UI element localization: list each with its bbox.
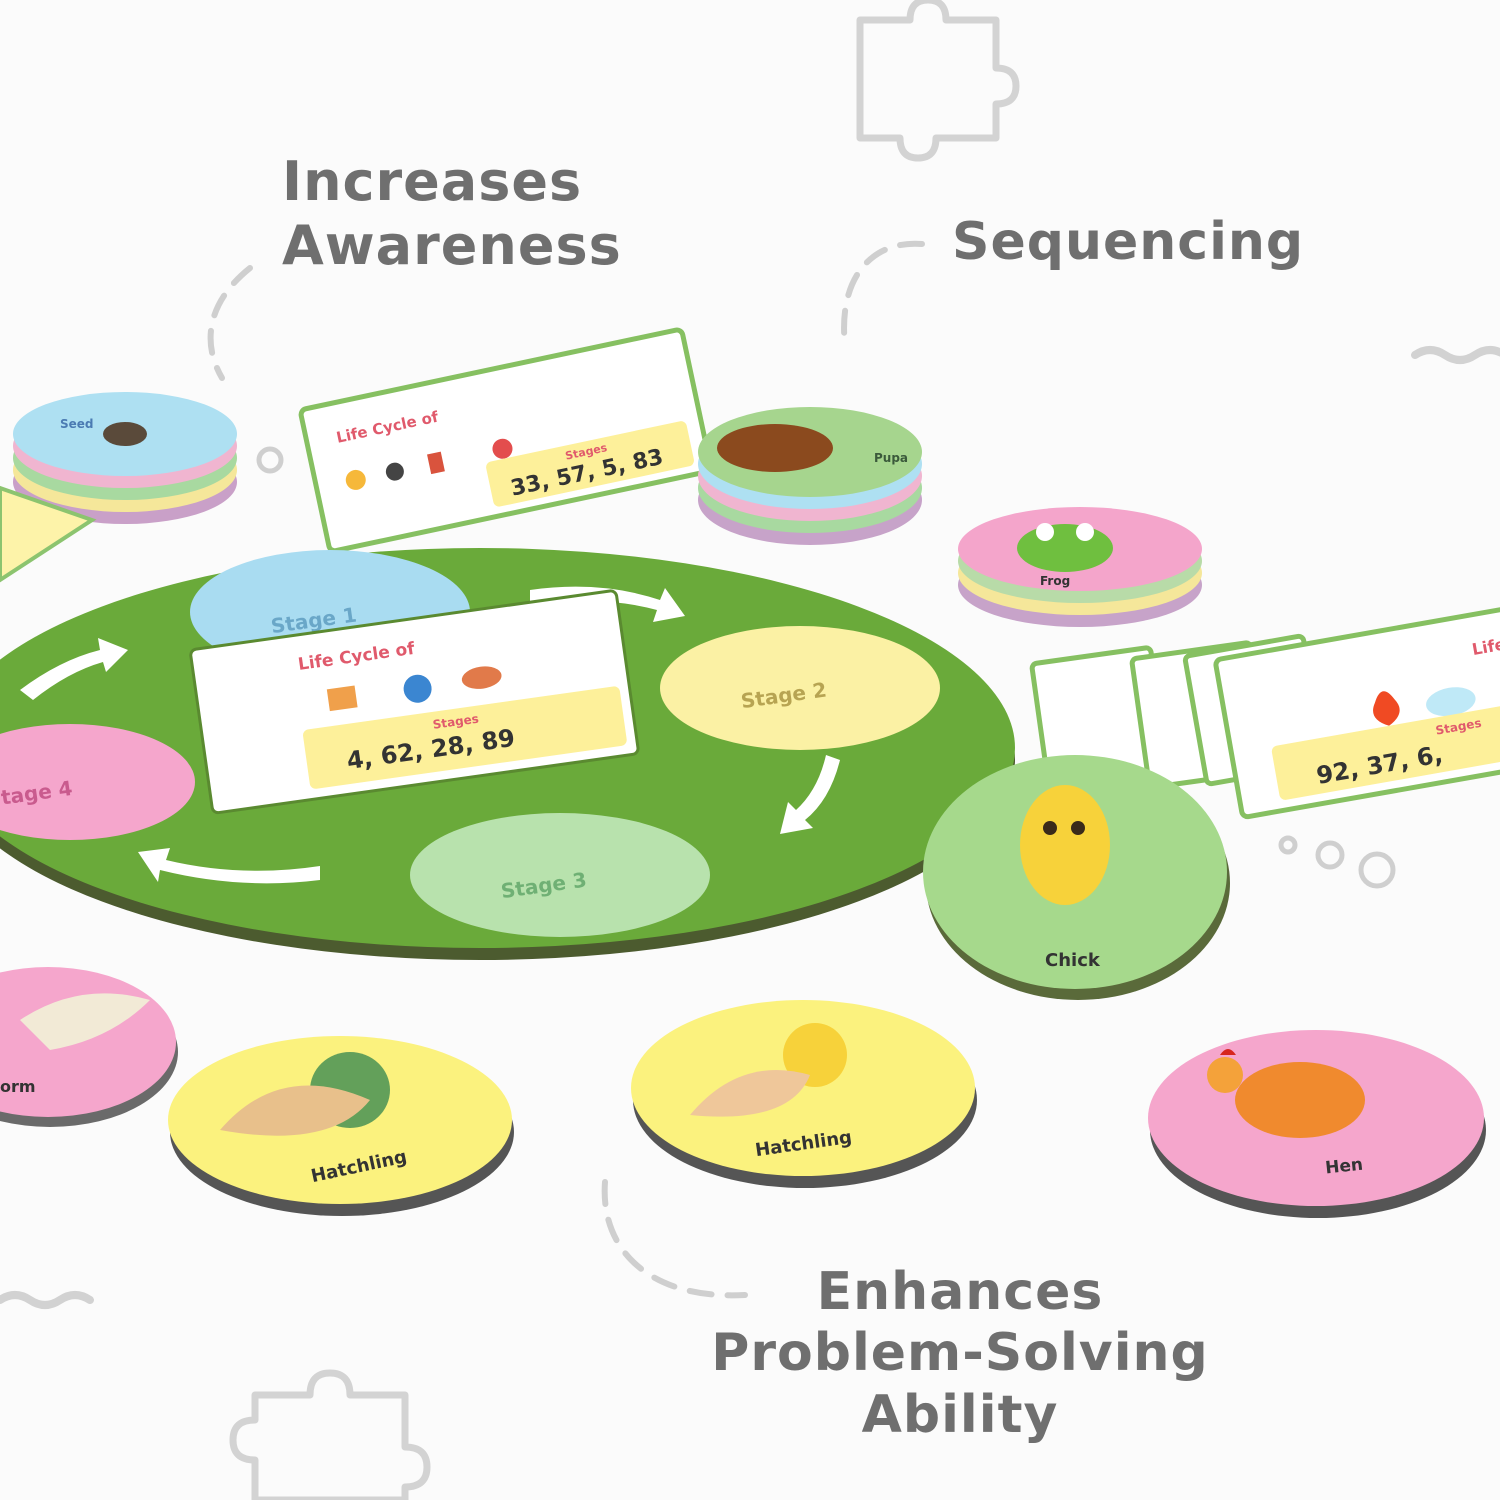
token-stack-seed: Seed xyxy=(13,392,237,524)
rock-icon xyxy=(385,462,404,481)
center-card-stages: Stages xyxy=(432,712,480,732)
hen-icon xyxy=(1235,1062,1365,1138)
token-chick-label: Chick xyxy=(1045,950,1101,971)
card-top: Life Cycle of Stages 33, 57, 5, 83 xyxy=(298,327,714,554)
duck-eggshell-icon xyxy=(690,1070,810,1117)
board-center-card: Life Cycle of Stages 4, 62, 28, 89 xyxy=(189,589,640,815)
token-turtle-hatchling: Hatchling xyxy=(168,1036,514,1216)
life-cycle-board: Stage 1 Stage 2 Stage 3 tage 4 Life Cycl… xyxy=(0,548,1015,960)
wave-left xyxy=(0,1291,94,1309)
dash-swirl-sequencing xyxy=(841,240,925,348)
decor xyxy=(207,240,925,1299)
duckling-icon xyxy=(783,1023,847,1087)
frog-icon xyxy=(1017,524,1113,572)
earth-icon xyxy=(403,674,432,703)
feature-problem-solving: Enhances Problem-Solving Ability xyxy=(711,1262,1209,1445)
fire-icon xyxy=(1373,691,1400,726)
token-silkworm: orm xyxy=(0,967,178,1127)
wave-right xyxy=(1411,346,1500,364)
card-right-front: Life Stages 92, 37, 6, xyxy=(1213,602,1500,820)
token-stack-pupa: Pupa xyxy=(698,407,922,545)
token-pupa-label: Pupa xyxy=(874,451,908,465)
puzzle-top xyxy=(856,0,1020,162)
dash-swirl-awareness xyxy=(207,265,253,381)
token-seed-label: Seed xyxy=(60,417,94,431)
stage-4-slot xyxy=(0,724,195,840)
chick-icon xyxy=(1020,785,1110,905)
rocket-icon xyxy=(427,451,445,475)
token-frog-label: Frog xyxy=(1040,574,1070,588)
ring-c xyxy=(1358,851,1396,889)
puzzle-bottom xyxy=(229,1369,431,1500)
token-chick: Chick xyxy=(923,755,1230,1000)
dash-swirl-problem xyxy=(601,1179,748,1299)
right-card-title: Life xyxy=(1470,634,1500,659)
token-duck-hatchling: Hatchling xyxy=(631,1000,977,1188)
card-partial-left xyxy=(0,485,97,583)
seed-icon xyxy=(103,422,147,446)
arrow-left-icon xyxy=(20,638,128,700)
sun-icon xyxy=(345,469,366,490)
arrow-right-icon xyxy=(780,755,840,834)
moth-icon xyxy=(20,993,150,1050)
ring-a xyxy=(1278,835,1298,855)
eggshell-icon xyxy=(220,1085,370,1136)
decor-circles xyxy=(256,446,1396,889)
token-hen: Hen xyxy=(1148,1030,1486,1218)
balloon-icon xyxy=(492,438,513,459)
decor-waves xyxy=(0,346,1500,1309)
token-silkworm-label: orm xyxy=(0,1077,36,1096)
arrow-bottom-icon xyxy=(138,848,320,884)
stage-3-slot xyxy=(410,813,710,937)
ring-small xyxy=(256,446,284,474)
ring-b xyxy=(1315,840,1345,870)
pupa-icon xyxy=(717,424,833,472)
feature-awareness: Increases Awareness xyxy=(282,150,622,277)
feature-sequencing: Sequencing xyxy=(952,212,1305,272)
stage-2-slot xyxy=(660,626,940,750)
igloo-icon xyxy=(1426,687,1476,717)
card-fan-right: Life Stages 92, 37, 6, xyxy=(1029,602,1500,820)
house-icon xyxy=(326,685,358,712)
token-stack-frog: Frog xyxy=(958,507,1202,627)
nest-icon xyxy=(461,666,502,689)
token-hen-label: Hen xyxy=(1324,1155,1364,1179)
